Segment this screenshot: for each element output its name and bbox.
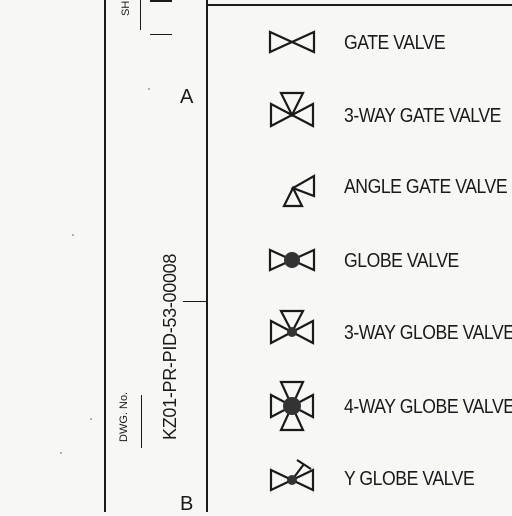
legend-row-three-way-globe-valve: 3-WAY GLOBE VALVE	[262, 308, 512, 354]
zone-label-a: A	[180, 86, 194, 108]
y-globe-valve-icon	[269, 459, 315, 492]
zone-label-b: B	[180, 493, 194, 515]
legend-label: 3-WAY GATE VALVE	[344, 105, 501, 127]
zone-tick-a	[183, 301, 207, 302]
legend-row-four-way-globe-valve: 4-WAY GLOBE VALVE	[262, 378, 512, 434]
sheet-tick	[150, 34, 172, 35]
legend-label: GATE VALVE	[344, 32, 446, 54]
legend-label: GLOBE VALVE	[344, 250, 459, 272]
dwg-no-divider	[141, 395, 142, 448]
legend-row-globe-valve: GLOBE VALVE	[262, 240, 512, 280]
legend-label: ANGLE GATE VALVE	[344, 176, 508, 198]
scan-speck	[72, 234, 74, 236]
four-way-globe-valve-icon	[269, 380, 315, 432]
legend-row-three-way-gate-valve: 3-WAY GATE VALVE	[262, 90, 512, 140]
dwg-no-value: KZ01-PR-PID-53-00008	[160, 253, 180, 440]
scan-speck	[90, 418, 92, 420]
top-stub-mark	[150, 0, 172, 2]
legend-label: 4-WAY GLOBE VALVE	[344, 396, 512, 418]
frame-left-line	[104, 0, 106, 512]
dwg-no-label: DWG. No.	[118, 391, 130, 442]
scan-speck	[60, 452, 62, 454]
angle-gate-valve-icon	[282, 174, 316, 208]
legend-row-gate-valve: GATE VALVE	[262, 22, 512, 62]
legend-row-angle-gate-valve: ANGLE GATE VALVE	[262, 166, 512, 212]
gate-valve-icon	[268, 30, 316, 54]
legend-row-y-globe-valve: Y GLOBE VALVE	[262, 456, 512, 500]
sheet-divider	[140, 0, 141, 30]
three-way-gate-valve-icon	[269, 91, 315, 128]
scan-speck	[148, 88, 150, 90]
frame-inner-line	[206, 0, 208, 512]
legend-label: Y GLOBE VALVE	[344, 468, 475, 490]
sheet-label: SH	[120, 0, 132, 16]
legend-label: 3-WAY GLOBE VALVE	[344, 322, 512, 344]
legend-top-line	[208, 4, 512, 6]
three-way-globe-valve-icon	[269, 309, 315, 345]
globe-valve-icon	[268, 248, 316, 272]
